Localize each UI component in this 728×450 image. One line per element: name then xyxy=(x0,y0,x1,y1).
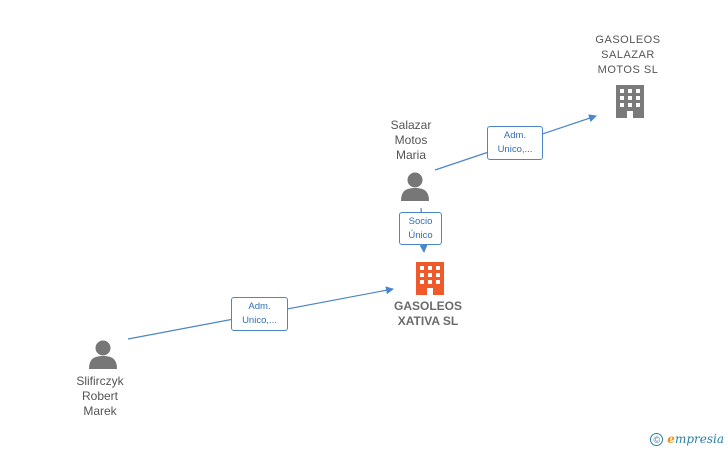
edge-label-maria-to-xativa[interactable]: Socio Único xyxy=(399,212,442,245)
brand-initial: e xyxy=(667,432,675,446)
company-label-gasoleos-salazar[interactable]: GASOLEOS SALAZAR MOTOS SL xyxy=(595,34,661,76)
building-icon xyxy=(616,85,644,118)
person-icon xyxy=(89,340,117,369)
edge-label-line: Adm. xyxy=(503,130,527,141)
edge-label-robert-to-xativa[interactable]: Adm. Unico,... xyxy=(231,297,288,331)
building-icon xyxy=(416,262,444,295)
person-label-slifirczyk-robert-marek[interactable]: Slifirczyk Robert Marek xyxy=(76,374,124,418)
copyright-icon: © xyxy=(650,432,664,446)
edge-label-line: Unico,... xyxy=(497,144,533,155)
empresia-logo: empresia xyxy=(667,432,724,446)
company-label-gasoleos-xativa[interactable]: GASOLEOS XATIVA SL xyxy=(393,299,462,328)
edge-label-line: Socio xyxy=(408,216,433,227)
empresia-watermark: © empresia xyxy=(650,432,724,446)
edge-label-line: Adm. xyxy=(248,301,271,312)
brand-name: mpresia xyxy=(674,432,724,446)
edge-label-line: Único xyxy=(408,230,433,241)
person-icon xyxy=(401,172,429,201)
person-label-salazar-motos-maria[interactable]: Salazar Motos Maria xyxy=(390,118,432,162)
edge-label-maria-to-salazar[interactable]: Adm. Unico,... xyxy=(487,126,543,160)
edge-label-line: Unico,... xyxy=(242,315,277,326)
